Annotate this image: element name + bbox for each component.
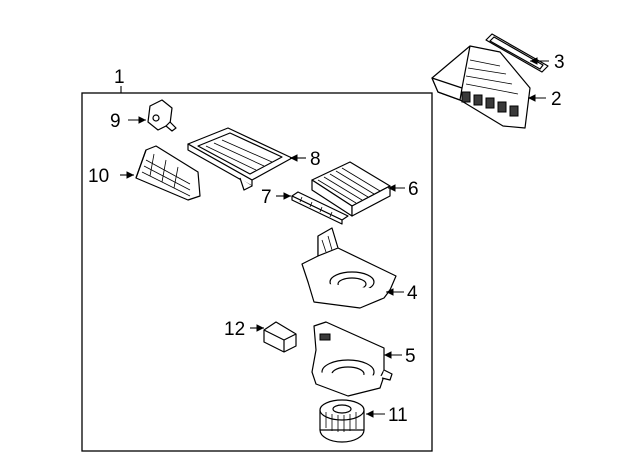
part-5-lower-case <box>311 321 393 397</box>
callout-2: 2 <box>551 89 562 110</box>
callout-4: 4 <box>407 283 418 304</box>
callout-7: 7 <box>261 187 272 208</box>
part-6-air-filter <box>311 161 391 217</box>
callout-1: 1 <box>114 67 125 88</box>
part-12-resistor <box>263 321 297 353</box>
callout-8: 8 <box>310 149 321 170</box>
part-9-sensor <box>147 99 177 132</box>
callout-11: 11 <box>388 405 408 426</box>
callout-9: 9 <box>110 111 121 132</box>
part-7-filter-strip <box>291 191 349 225</box>
part-11-blower-motor <box>319 399 365 443</box>
callout-12: 12 <box>224 319 245 340</box>
callout-10: 10 <box>88 166 109 187</box>
assembly-frame <box>81 92 433 452</box>
callout-3: 3 <box>554 52 565 73</box>
part-10-intake-grille <box>135 145 201 201</box>
part-2-duct-housing <box>431 45 531 129</box>
part-8-filter-tray <box>187 127 293 191</box>
callout-5: 5 <box>405 346 416 367</box>
callout-6: 6 <box>408 179 419 200</box>
part-4-upper-case <box>301 227 397 309</box>
